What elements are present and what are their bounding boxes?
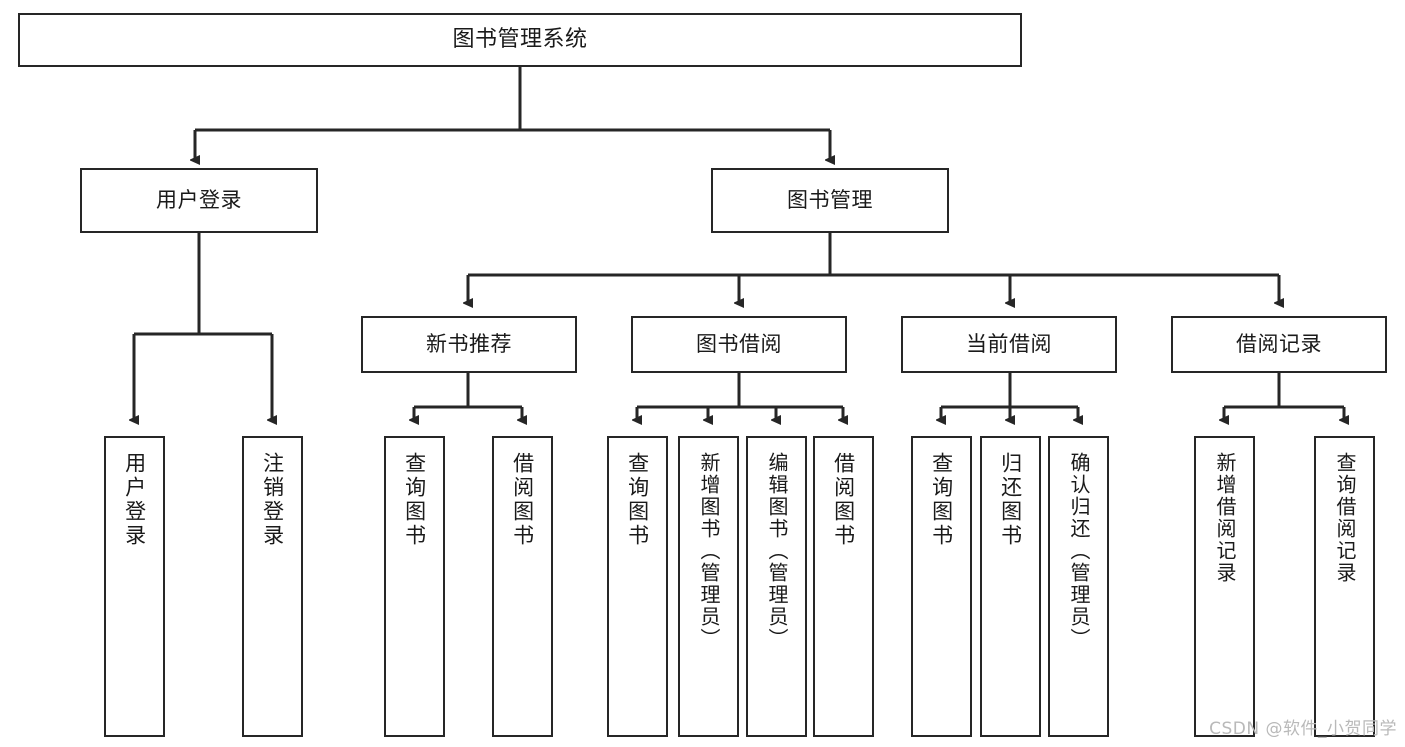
node-borrow-records[interactable]: 借阅记录 [1171,316,1387,373]
node-user-login[interactable]: 用户登录 [80,168,318,233]
node-book-management[interactable]: 图书管理 [711,168,949,233]
node-label: 借阅图书 [510,452,535,548]
leaf-borrow-query-book[interactable]: 查询图书 [607,436,668,737]
leaf-records-query-record[interactable]: 查询借阅记录 [1314,436,1375,737]
node-label: 图书管理系统 [452,26,588,52]
node-label: 用户登录 [156,187,242,212]
leaf-user-login-login[interactable]: 用户登录 [104,436,165,737]
node-label: 归还图书 [998,452,1023,548]
node-label: 注销登录 [260,452,285,548]
node-label: 借阅记录 [1236,331,1322,356]
node-label: 新书推荐 [426,331,512,356]
node-label: 当前借阅 [966,331,1052,356]
leaf-borrow-edit-book-admin[interactable]: 编辑图书（管理员） [746,436,807,737]
leaf-current-return-book[interactable]: 归还图书 [980,436,1041,737]
leaf-current-query-book[interactable]: 查询图书 [911,436,972,737]
node-new-book-recommend[interactable]: 新书推荐 [361,316,577,373]
node-label: 用户登录 [122,452,147,548]
leaf-records-add-record[interactable]: 新增借阅记录 [1194,436,1255,737]
node-current-borrow[interactable]: 当前借阅 [901,316,1117,373]
node-label: 编辑图书（管理员） [765,452,789,650]
leaf-recommend-query-book[interactable]: 查询图书 [384,436,445,737]
leaf-user-login-logout[interactable]: 注销登录 [242,436,303,737]
leaf-current-confirm-return-admin[interactable]: 确认归还（管理员） [1048,436,1109,737]
node-label: 图书借阅 [696,331,782,356]
node-label: 借阅图书 [831,452,856,548]
node-label: 确认归还（管理员） [1067,452,1091,650]
leaf-borrow-borrow-book[interactable]: 借阅图书 [813,436,874,737]
node-label: 图书管理 [787,187,873,212]
node-label: 新增借阅记录 [1213,452,1237,584]
leaf-recommend-borrow-book[interactable]: 借阅图书 [492,436,553,737]
node-label: 查询借阅记录 [1333,452,1357,584]
node-label: 新增图书（管理员） [697,452,721,650]
node-label: 查询图书 [625,452,650,548]
node-label: 查询图书 [402,452,427,548]
node-book-borrow[interactable]: 图书借阅 [631,316,847,373]
node-root-system[interactable]: 图书管理系统 [18,13,1022,67]
leaf-borrow-add-book-admin[interactable]: 新增图书（管理员） [678,436,739,737]
node-label: 查询图书 [929,452,954,548]
